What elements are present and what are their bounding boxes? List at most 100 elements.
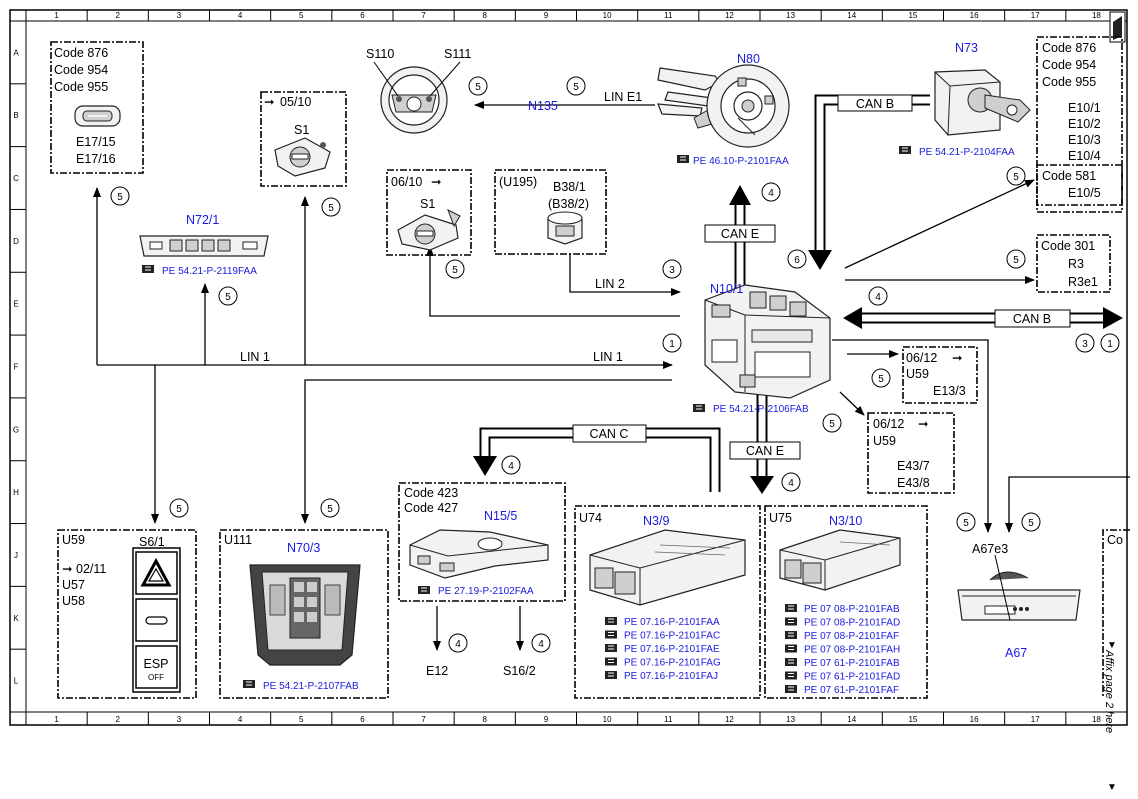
ref-n70-3[interactable]: PE 54.21-P-2107FAB <box>243 680 359 692</box>
n3-10-u75: U75 <box>769 511 792 525</box>
u59b-e43-8: E43/8 <box>897 476 930 490</box>
circle-marker: 4 <box>781 472 801 492</box>
svg-text:3: 3 <box>1082 339 1088 350</box>
reference-link[interactable]: PE 07.16-P-2101FAC <box>605 630 720 642</box>
bl-u58: U58 <box>62 594 85 608</box>
reference-link-text[interactable]: PE 07 08-P-2101FAD <box>804 618 900 629</box>
s110-label: S110 <box>366 47 394 61</box>
reference-link-text[interactable]: PE 07.16-P-2101FAG <box>624 658 721 669</box>
circle-marker: 4 <box>531 633 551 653</box>
reference-link-text[interactable]: PE 07.16-P-2101FAC <box>624 631 720 642</box>
reference-link[interactable]: PE 07.16-P-2101FAJ <box>605 671 718 682</box>
reference-link-text[interactable]: PE 07.16-P-2101FAA <box>624 617 720 628</box>
ref-n70-3-text[interactable]: PE 54.21-P-2107FAB <box>263 681 359 692</box>
rain-light-sensor-icon <box>547 211 583 245</box>
circle-marker: 5 <box>871 368 891 388</box>
tr-e10-5: E10/5 <box>1068 186 1101 200</box>
bl-date: 02/11 <box>76 562 106 576</box>
circle-markers: 5 5 4 3 5 5 5 5 6 5 4 3 1 1 5 5 4 4 5 5 … <box>110 76 1120 653</box>
reference-link[interactable]: PE 07 08-P-2101FAF <box>785 631 899 642</box>
reference-link-text[interactable]: PE 07 08-P-2101FAH <box>804 645 900 656</box>
reference-link[interactable]: PE 07 61-P-2101FAF <box>785 685 899 696</box>
row-label: G <box>13 425 19 434</box>
s6-1-label: S6/1 <box>139 535 165 549</box>
column-label: 12 <box>725 11 734 20</box>
ref-n80-text[interactable]: PE 46.10-P-2101FAA <box>693 156 789 167</box>
tr-code-581: Code 581 <box>1042 169 1096 183</box>
s1a-date-arrow-icon: ➞ <box>264 95 275 109</box>
n15-5-code-423: Code 423 <box>404 486 458 500</box>
column-label: 13 <box>786 715 795 724</box>
reference-link-text[interactable]: PE 07 61-P-2101FAF <box>804 685 899 696</box>
reference-link[interactable]: PE 07.16-P-2101FAG <box>605 657 721 669</box>
b38-2-label: (B38/2) <box>548 197 589 211</box>
ref-list-n3-10[interactable]: PE 07 08-P-2101FAB PE 07 08-P-2101FAD PE 0… <box>785 604 900 696</box>
svg-text:4: 4 <box>538 639 544 650</box>
partial-code-label: Co <box>1107 533 1123 547</box>
reference-link-text[interactable]: PE 07.16-P-2101FAJ <box>624 671 718 682</box>
u59b-date-arrow-icon: ➞ <box>918 417 929 431</box>
ref-n80[interactable]: PE 46.10-P-2101FAA <box>677 155 789 167</box>
switch-s1-b-icon <box>397 208 461 251</box>
reference-links[interactable]: PE 46.10-P-2101FAA PE 54.21-P-2104FAA PE… <box>142 146 1015 696</box>
bus-can-b-top: CAN B <box>856 97 894 111</box>
svg-text:5: 5 <box>475 82 481 93</box>
reference-link[interactable]: PE 07.16-P-2101FAA <box>605 617 720 628</box>
affix-arrow-bottom-icon: ▼ <box>1107 782 1117 793</box>
svg-text:3: 3 <box>669 265 675 276</box>
ref-n10-1[interactable]: PE 54.21-P-2106FAB <box>693 404 809 415</box>
shift-module-icon <box>409 529 549 579</box>
reference-link[interactable]: PE 07 08-P-2101FAH <box>785 644 900 656</box>
ref-n73[interactable]: PE 54.21-P-2104FAA <box>899 146 1015 158</box>
ref-n15-5-text[interactable]: PE 27.19-P-2102FAA <box>438 586 534 597</box>
n3-9-label: N3/9 <box>643 514 669 528</box>
s1b-date: 06/10 <box>391 175 422 189</box>
circle-marker: 4 <box>501 455 521 475</box>
row-label: B <box>13 111 18 120</box>
u59a-u59: U59 <box>906 367 929 381</box>
bl-u59: U59 <box>62 533 85 547</box>
a67e3-label: A67e3 <box>972 542 1008 556</box>
circle-marker: 5 <box>566 76 586 96</box>
ref-n72-1[interactable]: PE 54.21-P-2119FAA <box>142 265 257 277</box>
s1a-date: 05/10 <box>280 95 311 109</box>
u59b-e43-7: E43/7 <box>897 459 930 473</box>
svg-text:5: 5 <box>117 192 123 203</box>
reference-link[interactable]: PE 07.16-P-2101FAE <box>605 644 720 655</box>
svg-text:5: 5 <box>829 419 835 430</box>
n70-3-label: N70/3 <box>287 541 320 555</box>
column-label: 11 <box>664 715 673 724</box>
reference-link[interactable]: PE 07 61-P-2101FAB <box>785 658 900 669</box>
svg-text:4: 4 <box>508 461 514 472</box>
n3-10-label: N3/10 <box>829 514 862 528</box>
reference-link-text[interactable]: PE 07 08-P-2101FAB <box>804 604 900 615</box>
dashed-boxes <box>50 36 1130 699</box>
steering-wheel-icon <box>373 61 461 134</box>
column-label: 15 <box>908 715 917 724</box>
ref-n10-1-text[interactable]: PE 54.21-P-2106FAB <box>713 404 809 415</box>
ref-list-n3-9[interactable]: PE 07.16-P-2101FAA PE 07.16-P-2101FAC PE 0… <box>605 617 721 682</box>
reference-link[interactable]: PE 07 08-P-2101FAB <box>785 604 900 615</box>
u195-label: (U195) <box>499 175 537 189</box>
n3-9-u74: U74 <box>579 511 602 525</box>
reference-link-text[interactable]: PE 07 61-P-2101FAD <box>804 672 900 683</box>
engine-ecu-n3-10-icon <box>779 529 901 591</box>
frame: 1122334455667788991010111112121313141415… <box>9 9 1128 726</box>
svg-text:4: 4 <box>455 639 461 650</box>
ref-n15-5[interactable]: PE 27.19-P-2102FAA <box>418 586 534 597</box>
column-label: 13 <box>786 11 795 20</box>
reference-link[interactable]: PE 07 61-P-2101FAD <box>785 671 900 683</box>
column-label: 7 <box>421 715 426 724</box>
c301-code: Code 301 <box>1041 239 1095 253</box>
bus-can-e-top: CAN E <box>721 227 759 241</box>
reference-link-text[interactable]: PE 07 08-P-2101FAF <box>804 631 899 642</box>
reference-link-text[interactable]: PE 07 61-P-2101FAB <box>804 658 900 669</box>
reference-link[interactable]: PE 07 08-P-2101FAD <box>785 617 900 629</box>
row-label: C <box>13 174 19 183</box>
ref-n73-text[interactable]: PE 54.21-P-2104FAA <box>919 147 1015 158</box>
reference-link-text[interactable]: PE 07.16-P-2101FAE <box>624 644 720 655</box>
rearview-mirror-icon <box>957 554 1081 621</box>
ref-n72-1-text[interactable]: PE 54.21-P-2119FAA <box>162 266 257 277</box>
s16-2-label: S16/2 <box>503 664 536 678</box>
